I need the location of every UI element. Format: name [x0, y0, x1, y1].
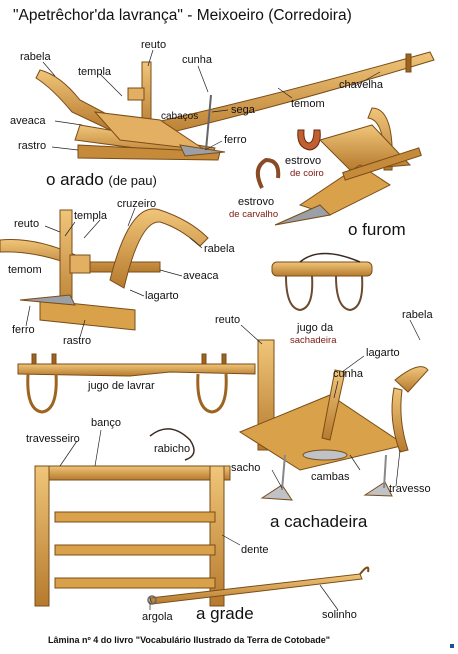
label-argola: argola	[142, 611, 173, 623]
label-jugo-sachadeira: jugo da	[297, 322, 334, 334]
label-temom-2: temom	[8, 264, 42, 276]
label-banco: banço	[91, 417, 121, 429]
leader-lines	[25, 49, 421, 611]
label-ferro-1: ferro	[224, 134, 247, 146]
label-ferro-2: ferro	[12, 324, 35, 336]
label-estrovo-coiro-sub: de coiro	[290, 168, 324, 179]
label-jugo-lavrar: jugo de lavrar	[88, 380, 155, 392]
heading-cachadeira: a cachadeira	[270, 512, 368, 531]
estrovo-coiro-drawing	[297, 129, 321, 151]
label-cunha-3: cunha	[333, 368, 363, 380]
heading-arado-sub: (de pau)	[108, 173, 157, 188]
label-cunha-1: cunha	[182, 54, 212, 66]
jugo-lavrar-drawing	[17, 353, 256, 414]
jugo-sachadeira-drawing	[271, 252, 373, 312]
arado-drawing	[35, 51, 435, 161]
estrovo-carvalho-drawing	[255, 157, 281, 189]
furom-drawing	[274, 107, 422, 226]
label-chavelha: chavelha	[339, 79, 384, 91]
page-title: "Apetrêchor'da lavrança" - Meixoeiro (Co…	[13, 7, 352, 24]
label-rastro-2: rastro	[63, 335, 92, 347]
label-templa-1: templa	[78, 66, 112, 78]
heading-arado: o arado (de pau)	[46, 171, 157, 188]
label-rabela-3: rabela	[402, 309, 433, 321]
label-dente: dente	[241, 544, 269, 556]
cachadeira-drawing	[238, 339, 429, 501]
label-sacho: sacho	[231, 462, 261, 474]
grade-drawing	[34, 428, 370, 607]
label-cruzeiro: cruzeiro	[117, 198, 157, 210]
label-estrovo-carvalho: estrovo	[238, 196, 275, 208]
label-rastro-1: rastro	[18, 140, 47, 152]
label-reuto-1: reuto	[141, 39, 167, 51]
label-reuto-3: reuto	[215, 314, 241, 326]
label-rabela-2: rabela	[204, 243, 235, 255]
label-estrovo-coiro: estrovo	[285, 155, 322, 167]
label-rabela-1: rabela	[20, 51, 51, 63]
label-rabicho: rabicho	[154, 443, 191, 455]
label-solinho: solinho	[322, 609, 357, 621]
plate-caption: Lâmina nº 4 do livro "Vocabulário Ilustr…	[48, 635, 331, 645]
heading-furom: o furom	[348, 220, 406, 239]
label-lagarto-2: lagarto	[145, 290, 179, 302]
label-templa-2: templa	[74, 210, 108, 222]
label-estrovo-carvalho-sub: de carvalho	[229, 209, 279, 220]
corner-marker	[450, 644, 454, 648]
label-cambas: cambas	[311, 471, 350, 483]
label-sega: sega	[231, 104, 255, 116]
label-aveaca-1: aveaca	[10, 115, 46, 127]
heading-grade: a grade	[196, 604, 254, 623]
arado-left-drawing	[0, 208, 209, 331]
label-jugo-sachadeira-sub: sachadeira	[290, 335, 337, 346]
label-temom-1: temom	[291, 98, 325, 110]
label-reuto-2: reuto	[14, 218, 40, 230]
label-aveaca-2: aveaca	[183, 270, 219, 282]
heading-arado-text: o arado	[46, 170, 104, 189]
label-lagarto-3: lagarto	[366, 347, 400, 359]
label-travesso: travesso	[389, 483, 431, 495]
label-travesseiro: travesseiro	[26, 433, 80, 445]
label-cabacos: cabaços	[161, 111, 199, 122]
